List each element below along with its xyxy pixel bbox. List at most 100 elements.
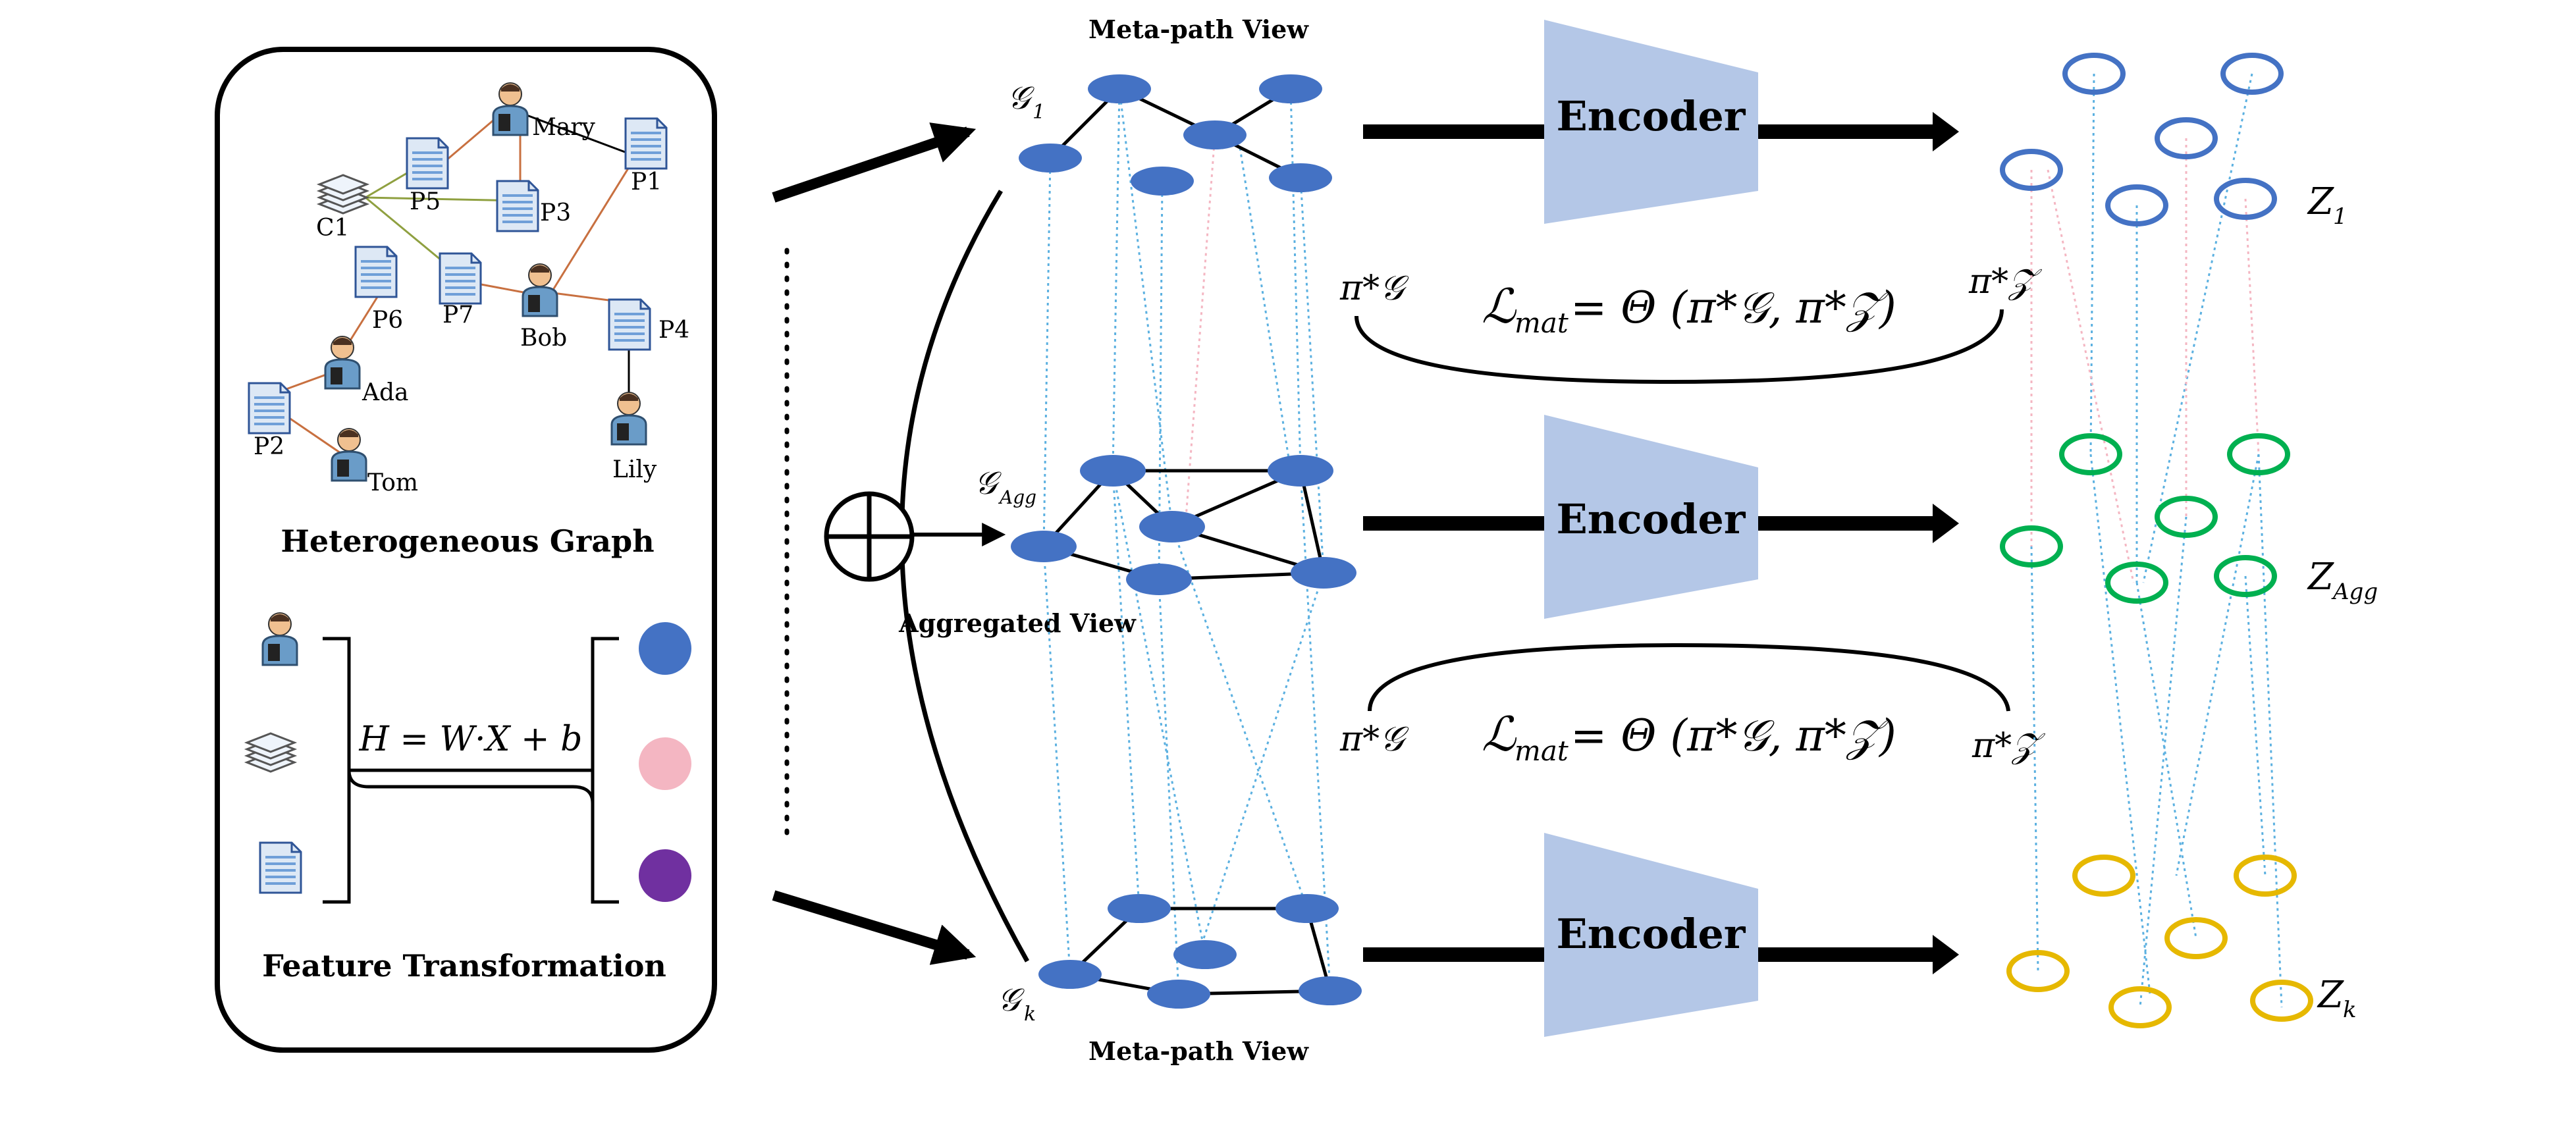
view-node (1269, 163, 1332, 192)
gk-symbol: 𝒢 (998, 982, 1025, 1018)
z1-subscript: 1 (2333, 203, 2348, 230)
embedding-ring (2108, 986, 2172, 1028)
gk-subscript: k (1024, 1003, 1036, 1026)
node-label-p3: P3 (540, 199, 571, 226)
zagg-symbol: Z (2307, 556, 2334, 598)
embedding-zk (2006, 855, 2313, 1028)
heterogeneous-graph-title: Heterogeneous Graph (281, 523, 654, 559)
node-label-mary: Mary (532, 114, 596, 141)
arrow-to-bottom-view (772, 890, 977, 965)
encoder-shape (1544, 833, 1758, 1037)
view-node (1291, 557, 1356, 589)
right-brace (579, 637, 619, 904)
zk-symbol: Z (2317, 974, 2344, 1016)
g1-subscript: 1 (1033, 101, 1045, 124)
document-icon (406, 137, 449, 190)
embedding-ring (2059, 433, 2122, 475)
feature-transformation-title: Feature Transformation (262, 948, 666, 984)
view-node (1038, 960, 1102, 989)
embedding-ring (2214, 178, 2277, 220)
pi-z-label: π*𝒵 (1968, 262, 2042, 302)
stack-icon (318, 174, 368, 215)
loss-bottom: ℒ mat = Θ (π*𝒢, π*𝒵) π*𝒢 π*𝒵 (1339, 643, 2045, 767)
encoder-row-middle: Encoder (1363, 415, 1959, 619)
document-icon (496, 180, 539, 232)
embedding-ring (2250, 980, 2313, 1022)
loss-symbol: ℒ (1482, 278, 1517, 334)
node-label-bob: Bob (520, 325, 567, 352)
node-label-c1: C1 (316, 215, 349, 242)
document-icon (624, 117, 668, 170)
label-z1: Z 1 (2307, 180, 2348, 230)
loss-arc (1355, 309, 2004, 384)
node-label-p2: P2 (254, 433, 284, 460)
input-panel-border (215, 47, 717, 1053)
embedding-ring (2072, 855, 2135, 897)
graph-label-gk: 𝒢 k (998, 982, 1036, 1026)
encoder-shape (1544, 20, 1758, 224)
embedding-ring (2214, 555, 2277, 597)
view-node (1268, 455, 1333, 487)
z1-symbol: Z (2307, 180, 2334, 223)
node-label-tom: Tom (367, 469, 418, 496)
loss-rhs: = Θ (π*𝒢, π*𝒵) (1570, 282, 1896, 333)
pi-g-label: π*𝒢 (1339, 269, 1409, 308)
view-node (1259, 74, 1322, 103)
view-node (1299, 976, 1362, 1005)
view-matching-lines (1042, 88, 1331, 995)
view-node (1275, 894, 1339, 923)
embedding-ring (2227, 433, 2290, 475)
view-node (1147, 980, 1210, 1009)
document-icon (259, 841, 302, 894)
view-node (1019, 144, 1082, 172)
graph-label-gagg: 𝒢 Agg (975, 465, 1036, 508)
bottom-view-title: Meta-path View (1088, 1036, 1309, 1066)
label-zk: Z k (2317, 974, 2357, 1023)
embedding-ring (2155, 117, 2218, 159)
aggregated-view-graph (1011, 455, 1356, 595)
embedding-ring (2000, 525, 2063, 568)
feature-dot-purple (639, 849, 691, 902)
zk-subscript: k (2343, 997, 2357, 1023)
gagg-subscript: Agg (998, 487, 1036, 508)
embedding-ring (2220, 53, 2284, 95)
encoder-label: Encoder (1557, 910, 1746, 958)
loss-top: π*𝒢 π*𝒵 ℒ mat = Θ (π*𝒢, π*𝒵) (1339, 262, 2042, 384)
embedding-ring (2105, 184, 2168, 226)
feature-dot-pink (639, 737, 691, 790)
embedding-ring (2105, 562, 2168, 604)
node-label-p4: P4 (658, 317, 689, 344)
node-label-ada: Ada (362, 379, 409, 406)
document-icon (439, 252, 482, 305)
view-node (1126, 564, 1192, 595)
node-label-p6: P6 (372, 307, 403, 334)
arrow-to-top-view (772, 122, 977, 203)
view-node (1108, 894, 1171, 923)
loss-subscript: mat (1515, 307, 1569, 339)
loss-rhs: = Θ (π*𝒢, π*𝒵) (1570, 710, 1896, 761)
encoder-row-top: Encoder (1363, 20, 1959, 224)
feature-formula: H = W·X + b (359, 720, 583, 759)
top-view-graph (1019, 74, 1332, 196)
oplus-icon (824, 491, 915, 582)
aggregated-view-title: Aggregated View (898, 608, 1137, 638)
label-zagg: Z Agg (2307, 556, 2378, 605)
pi-z-label: π*𝒵 (1972, 726, 2045, 766)
aggregation-arc (899, 190, 1030, 963)
node-label-p1: P1 (631, 169, 662, 196)
view-node (1131, 167, 1194, 196)
bottom-view-graph (1038, 894, 1362, 1009)
view-node (1080, 455, 1146, 487)
node-label-lily: Lily (612, 456, 657, 483)
g1-symbol: 𝒢 (1007, 80, 1034, 117)
input-panel: Mary P1 P3 P5 C1 P6 P7 Bob P4 Ada P2 Tom… (215, 47, 717, 1053)
feature-dot-blue (639, 622, 691, 675)
stack-icon (246, 732, 296, 773)
document-icon (248, 382, 291, 435)
view-node (1183, 120, 1247, 149)
view-node (1139, 511, 1205, 542)
embedding-matching-lines (2030, 73, 2283, 1008)
zagg-subscript: Agg (2331, 579, 2378, 605)
top-view-title: Meta-path View (1088, 14, 1309, 44)
